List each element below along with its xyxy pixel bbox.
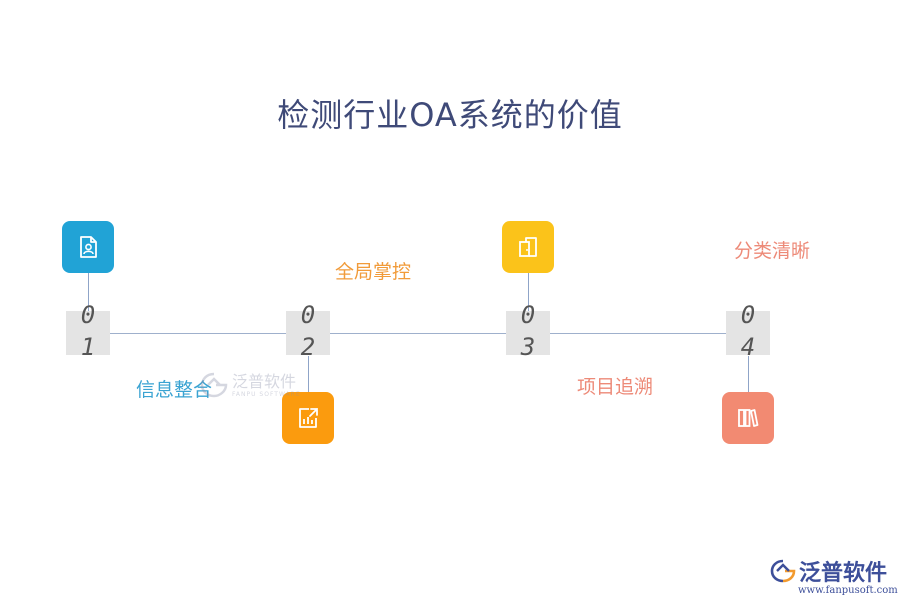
chart-export-icon [299,408,318,428]
brand-logo: 泛普软件 www.fanpusoft.com [770,555,898,596]
watermark: 泛普软件 FANPU SOFTWARE [200,372,301,398]
watermark-cn: 泛普软件 [232,371,297,391]
step-number-2: 0 2 [286,303,330,359]
connector-2 [308,356,309,394]
connector-1 [88,272,89,312]
timeline-line [110,333,730,334]
step-label-3: 项目追溯 [577,376,654,398]
brand-url: www.fanpusoft.com [798,585,898,596]
step-number-3: 0 3 [506,303,550,359]
fanpu-logo-icon [200,372,228,398]
door-icon [519,237,537,257]
step-label-1: 信息整合 [136,379,213,401]
page-title: 检测行业OA系统的价值 [277,96,623,134]
step-number-4: 0 4 [726,303,770,359]
fanpu-brand-icon [770,559,796,583]
step-1-tile [62,221,114,273]
step-label-4: 分类清晰 [734,240,811,262]
connector-3 [528,272,529,312]
books-icon [738,409,759,427]
watermark-en: FANPU SOFTWARE [232,390,301,398]
connector-4 [748,356,749,394]
brand-name: 泛普软件 [799,561,888,586]
step-2-tile [282,392,334,444]
step-label-2: 全局掌控 [335,261,412,283]
step-4-tile [722,392,774,444]
step-number-1: 0 1 [66,303,110,359]
step-3-tile [502,221,554,273]
document-user-icon [80,236,97,258]
